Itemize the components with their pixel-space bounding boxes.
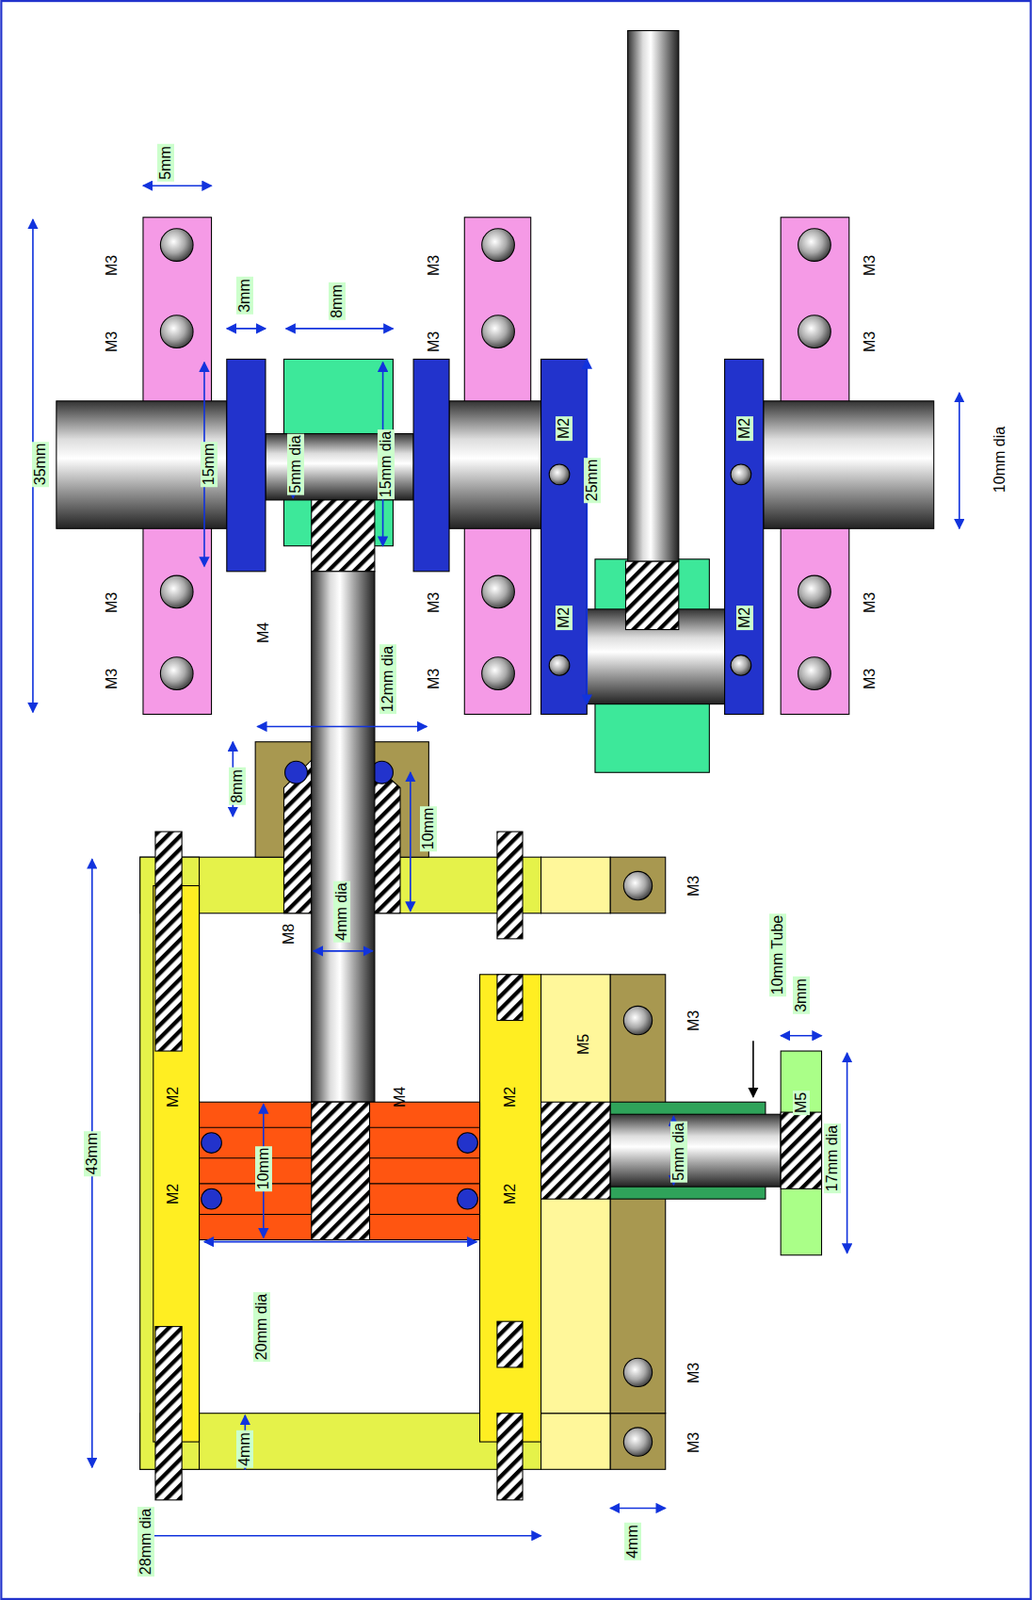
fastener-label: M2 <box>501 1181 519 1207</box>
cylinder-assembly <box>140 571 823 1500</box>
fastener-label: M2 <box>164 1181 182 1207</box>
dimension-label: 3mm <box>236 277 254 316</box>
dimension-label: 15mm <box>200 441 218 487</box>
fastener-label: M2 <box>164 1084 182 1110</box>
dimension-label: 4mm <box>624 1522 642 1561</box>
dimension-lines <box>32 185 960 1536</box>
fastener-label: M3 <box>103 666 121 692</box>
dimension-label: 28mm dia <box>137 1506 155 1577</box>
fastener-label: M3 <box>685 1360 703 1386</box>
dimension-label: 43mm <box>83 1130 101 1177</box>
fastener-label: M2 <box>501 1084 519 1110</box>
fastener-label: M3 <box>685 873 703 899</box>
dimension-label: 4mm <box>236 1431 254 1469</box>
dimension-label: M2 <box>736 416 754 441</box>
dimension-label: 12mm dia <box>379 644 397 714</box>
fastener-label: M3 <box>103 589 121 614</box>
dimension-label: M2 <box>555 605 573 630</box>
fastener-label: M3 <box>425 329 443 355</box>
fastener-label: M3 <box>685 1430 703 1455</box>
fastener-label: M3 <box>103 253 121 278</box>
fastener-label: M3 <box>425 253 443 278</box>
fastener-label: M3 <box>685 1008 703 1033</box>
dimension-label: 4mm dia <box>333 880 351 942</box>
dimension-label: 5mm dia <box>670 1120 688 1182</box>
fastener-label: M3 <box>861 253 879 278</box>
fastener-label: M3 <box>861 589 879 614</box>
fastener-label: M3 <box>861 666 879 692</box>
fastener-label: 10mm dia <box>991 424 1009 495</box>
dimension-label: 25mm <box>583 456 601 502</box>
fastener-label: M3 <box>861 329 879 355</box>
dimension-label: 5mm dia <box>287 434 305 496</box>
fastener-label: M5 <box>575 1032 593 1057</box>
dimension-label: 8mm <box>228 767 246 806</box>
dimension-label: 10mm <box>419 806 437 852</box>
fastener-label: M3 <box>425 666 443 692</box>
fastener-label: M8 <box>280 921 298 947</box>
dimension-label: 5mm <box>157 145 175 183</box>
dimension-label: 20mm dia <box>253 1291 271 1362</box>
crank-assembly <box>56 31 935 774</box>
dimension-label: M2 <box>736 605 754 630</box>
dimension-label: 8mm <box>328 282 346 321</box>
dimension-label: 10mm <box>255 1145 273 1192</box>
fastener-label: M3 <box>103 329 121 355</box>
dimension-label: 15mm dia <box>377 429 395 500</box>
dimension-label: 10mm Tube <box>769 912 787 996</box>
dimension-label: 35mm <box>32 441 49 487</box>
fastener-label: M4 <box>255 620 273 645</box>
dimension-label: 3mm <box>792 976 810 1015</box>
dimension-label: M5 <box>792 1090 810 1115</box>
leader-arrow <box>752 1040 755 1097</box>
fastener-label: M4 <box>391 1084 409 1110</box>
fastener-label: M3 <box>425 589 443 614</box>
dimension-label: M2 <box>555 416 573 441</box>
dimension-label: 17mm dia <box>823 1123 841 1194</box>
